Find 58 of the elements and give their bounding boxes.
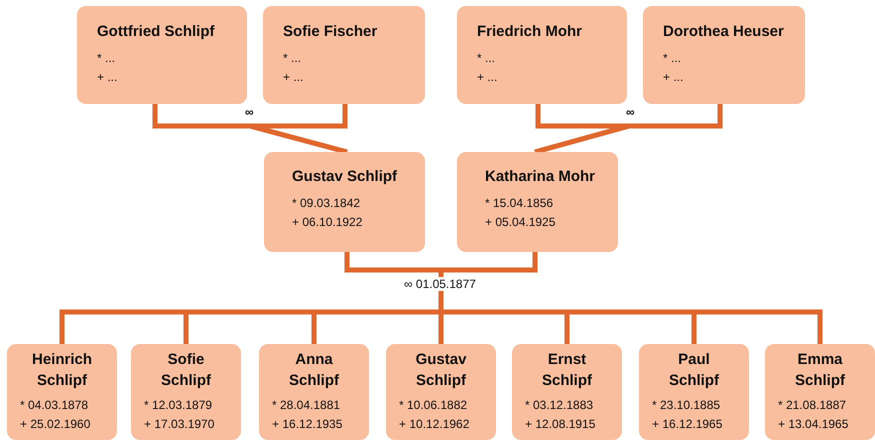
person-card — [386, 344, 496, 440]
person-card — [7, 344, 117, 440]
person-name: Friedrich Mohr — [477, 22, 584, 42]
person-card — [259, 344, 369, 440]
death-date: + 12.08.1915 — [525, 416, 596, 433]
birth-date: * ... — [663, 50, 682, 67]
death-date: + ... — [477, 69, 498, 86]
birth-date: * 12.03.1879 — [144, 397, 214, 414]
family-line — [248, 104, 348, 154]
person-name: Emma Schlipf — [794, 350, 846, 391]
death-date: + 17.03.1970 — [144, 416, 216, 433]
death-date: + 16.12.1965 — [652, 416, 724, 433]
birth-date: * 15.04.1856 — [485, 195, 554, 212]
person-card — [643, 6, 805, 104]
person-card — [457, 152, 618, 252]
birth-date: * 10.06.1882 — [399, 397, 468, 414]
birth-date: * 09.03.1842 — [292, 195, 362, 212]
person-name: Gustav Schlipf — [414, 350, 468, 391]
person-name: Sofie Fischer — [283, 22, 378, 42]
person-card — [264, 152, 425, 252]
family-line — [534, 104, 722, 154]
birth-date: * 21.08.1887 — [778, 397, 848, 414]
death-date: + 16.12.1935 — [272, 416, 344, 433]
person-card — [765, 344, 875, 440]
person-name: Ernst Schlipf — [540, 350, 593, 391]
death-date: + 05.04.1925 — [485, 214, 556, 231]
person-card — [457, 6, 627, 104]
birth-date: * ... — [477, 50, 496, 67]
person-card — [131, 344, 241, 440]
death-date: + 06.10.1922 — [292, 214, 364, 231]
birth-date: * ... — [97, 50, 116, 67]
marriage-date: ∞ 01.05.1877 — [402, 277, 478, 291]
person-name: Gustav Schlipf — [292, 167, 398, 187]
person-name: Paul Schlipf — [668, 350, 720, 391]
person-name: Dorothea Heuser — [663, 22, 785, 42]
death-date: + ... — [283, 69, 304, 86]
marriage-symbol: ∞ — [625, 105, 636, 119]
person-name: Katharina Mohr — [485, 167, 596, 187]
person-name: Anna Schlipf — [288, 350, 340, 391]
person-card — [263, 6, 425, 104]
person-card — [639, 344, 749, 440]
death-date: + ... — [663, 69, 684, 86]
person-card — [77, 6, 247, 104]
death-date: + 25.02.1960 — [20, 416, 92, 433]
marriage-symbol: ∞ — [244, 105, 255, 119]
birth-date: * ... — [283, 50, 302, 67]
birth-date: * 28.04.1881 — [272, 397, 342, 414]
death-date: + 13.04.1965 — [778, 416, 850, 433]
birth-date: * 03.12.1883 — [525, 397, 594, 414]
person-name: Sofie Schlipf — [160, 350, 212, 391]
person-name: Heinrich Schlipf — [30, 350, 93, 391]
birth-date: * 04.03.1878 — [20, 397, 90, 414]
birth-date: * 23.10.1885 — [652, 397, 722, 414]
death-date: + 10.12.1962 — [399, 416, 470, 433]
family-line — [60, 250, 822, 346]
death-date: + ... — [97, 69, 118, 86]
person-card — [512, 344, 622, 440]
person-name: Gottfried Schlipf — [97, 22, 216, 42]
